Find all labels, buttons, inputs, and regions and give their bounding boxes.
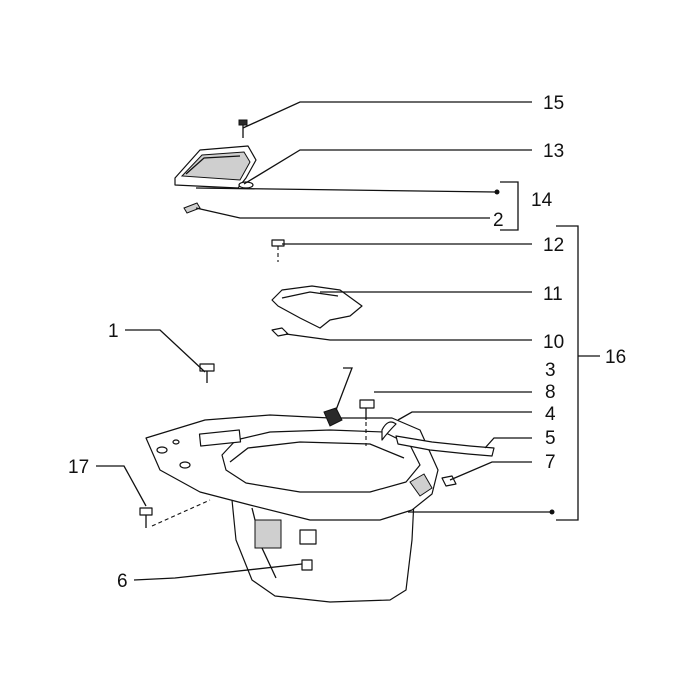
callout-7: 7	[545, 452, 556, 473]
callout-5: 5	[545, 428, 556, 449]
screw-part-1	[199, 363, 215, 383]
clip-part-10	[271, 327, 289, 337]
clip-part-3	[323, 407, 343, 427]
spring-part-4	[381, 421, 397, 441]
clip-part-7	[441, 475, 457, 487]
pin-part-2	[183, 202, 201, 214]
screw-part-17	[139, 499, 211, 528]
screw-part-8	[359, 399, 375, 446]
helmet-compartment-part	[145, 414, 439, 603]
callout-1: 1	[108, 321, 119, 342]
hose-part-5	[395, 435, 495, 457]
callout-2: 2	[493, 210, 504, 231]
callout-15: 15	[543, 93, 564, 114]
clip-part-6	[301, 559, 313, 571]
washer-part-13	[238, 181, 254, 189]
screw-part-12	[271, 239, 285, 262]
cover-part-11	[271, 285, 363, 329]
callout-6: 6	[117, 571, 128, 592]
callout-labels: 15 13 14 2 12 11 10 16 3 8 4 5 7 1 17 6	[68, 93, 626, 592]
callout-12: 12	[543, 235, 564, 256]
callout-8: 8	[545, 382, 556, 403]
callout-10: 10	[543, 332, 564, 353]
callout-14: 14	[531, 190, 553, 211]
lid-cover-part	[174, 145, 257, 189]
callout-17: 17	[68, 457, 89, 478]
leader-lines	[96, 101, 600, 581]
callout-4: 4	[545, 404, 556, 425]
callout-3: 3	[545, 360, 556, 381]
screw-part-15	[238, 119, 248, 138]
callout-16: 16	[605, 347, 626, 368]
callout-11: 11	[543, 284, 563, 305]
callout-13: 13	[543, 141, 564, 162]
